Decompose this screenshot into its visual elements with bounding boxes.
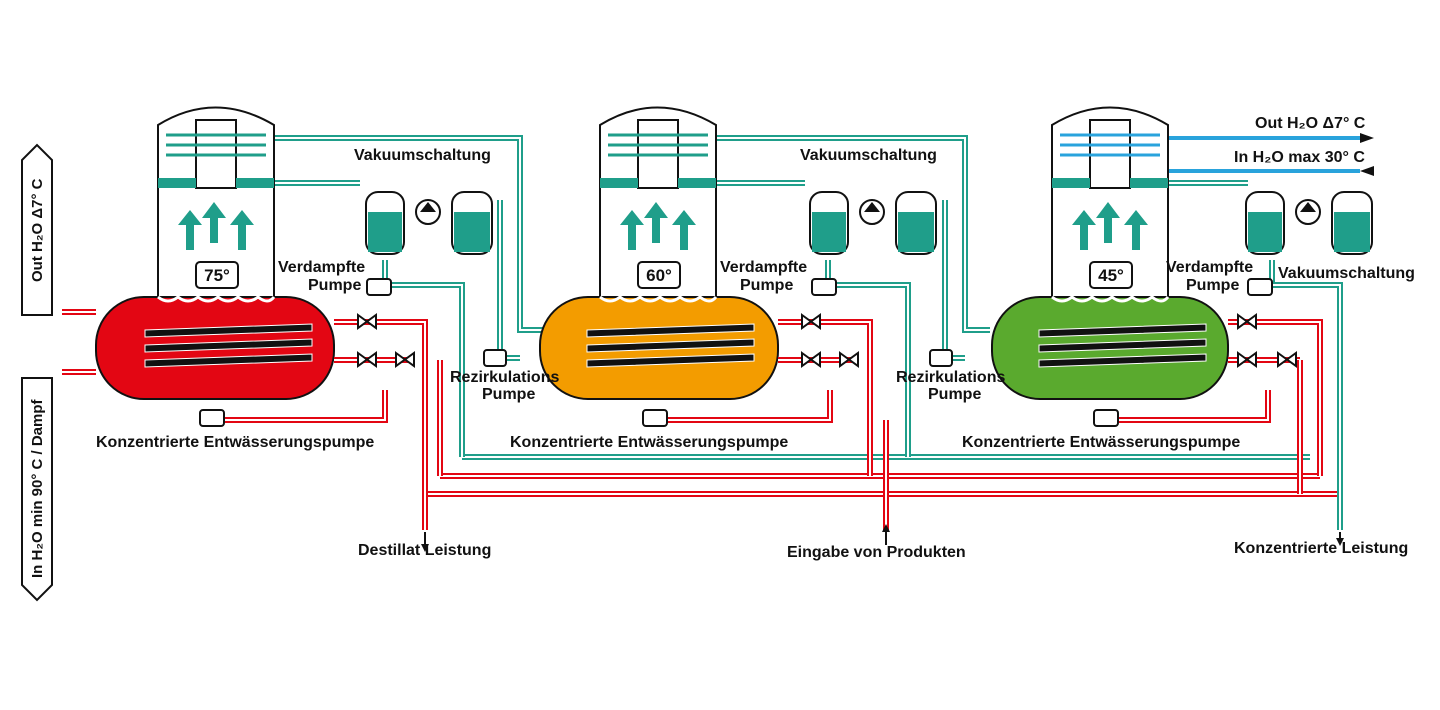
valve-icon	[839, 351, 859, 368]
recirc-pump-label-1: Rezirkulations	[896, 369, 1005, 386]
temperature-label: 75°	[204, 266, 230, 285]
steam-pump-label-1: Verdampfte	[278, 259, 365, 276]
vapor-arrow-icon	[644, 202, 668, 243]
stage-1: 75° Vakuumschaltung Verdampfte	[62, 106, 545, 476]
cooling-in-label: In H₂O max 30° C	[1234, 149, 1365, 166]
pump-icon	[1247, 278, 1273, 296]
temperature-label: 60°	[646, 266, 672, 285]
left-in-label: In H₂O min 90° C / Dampf	[29, 398, 46, 578]
vacuum-separator	[1245, 191, 1373, 255]
vapor-arrow-icon	[230, 210, 254, 250]
recirc-pump-label-2: Pumpe	[482, 386, 535, 403]
valve-icon	[1237, 351, 1257, 368]
vapor-arrow-icon	[672, 210, 696, 250]
steam-pump-label-2: Pumpe	[1186, 277, 1239, 294]
temperature-display	[195, 261, 239, 289]
vapor-arrow-icon	[1072, 210, 1096, 250]
left-out-banner: Out H₂O Δ7° C	[21, 143, 53, 316]
vapor-arrow-icon	[1096, 202, 1120, 243]
steam-pump-label-1: Verdampfte	[1166, 259, 1253, 276]
pump-icon	[366, 278, 392, 296]
valve-icon	[395, 351, 415, 368]
left-out-label: Out H₂O Δ7° C	[29, 178, 46, 282]
concentrate-pump-label: Konzentrierte Entwässerungspumpe	[510, 434, 788, 451]
arrow-left-icon	[1360, 166, 1374, 176]
vapor-arrow-icon	[1124, 210, 1148, 250]
concentrate-output-label: Konzentrierte Leistung	[1234, 540, 1408, 557]
pump-icon	[1093, 409, 1119, 427]
stage-3: 45° Vakuumschaltung Verdampfte Pumpe Kon…	[962, 106, 1415, 494]
pump-icon	[929, 349, 953, 367]
vacuum-label: Vakuumschaltung	[800, 147, 937, 164]
valve-icon	[1237, 313, 1257, 330]
recirc-pump-label-1: Rezirkulations	[450, 369, 559, 386]
temperature-label: 45°	[1098, 266, 1124, 285]
vacuum-label: Vakuumschaltung	[1278, 265, 1415, 282]
product-input-label: Eingabe von Produkten	[787, 544, 966, 561]
steam-pump-label-2: Pumpe	[308, 277, 361, 294]
valve-icon	[801, 313, 821, 330]
pump-icon	[483, 349, 507, 367]
valve-icon	[801, 351, 821, 368]
recirc-pump-label-2: Pumpe	[928, 386, 981, 403]
pump-icon	[199, 409, 225, 427]
concentrate-pump-label: Konzentrierte Entwässerungspumpe	[96, 434, 374, 451]
left-in-banner: In H₂O min 90° C / Dampf	[21, 377, 53, 602]
pump-icon	[811, 278, 837, 296]
concentrate-pump-label: Konzentrierte Entwässerungspumpe	[962, 434, 1240, 451]
vacuum-label: Vakuumschaltung	[354, 147, 491, 164]
pump-icon	[642, 409, 668, 427]
valve-icon	[357, 313, 377, 330]
vacuum-separator	[365, 191, 493, 255]
cooling-out-label: Out H₂O Δ7° C	[1255, 115, 1366, 132]
arrow-right-icon	[1360, 133, 1374, 143]
vapor-arrow-icon	[202, 202, 226, 243]
valve-icon	[1277, 351, 1297, 368]
bottom-manifold	[422, 300, 1343, 530]
vacuum-separator	[809, 191, 937, 255]
distillate-output-label: Destillat Leistung	[358, 542, 491, 559]
vapor-arrow-icon	[178, 210, 202, 250]
steam-pump-label-2: Pumpe	[740, 277, 793, 294]
vapor-arrow-icon	[620, 210, 644, 250]
valve-icon	[357, 351, 377, 368]
stage-2: 60° Vakuumschaltung Verdampfte Pumpe Kon…	[510, 106, 990, 476]
steam-pump-label-1: Verdampfte	[720, 259, 807, 276]
